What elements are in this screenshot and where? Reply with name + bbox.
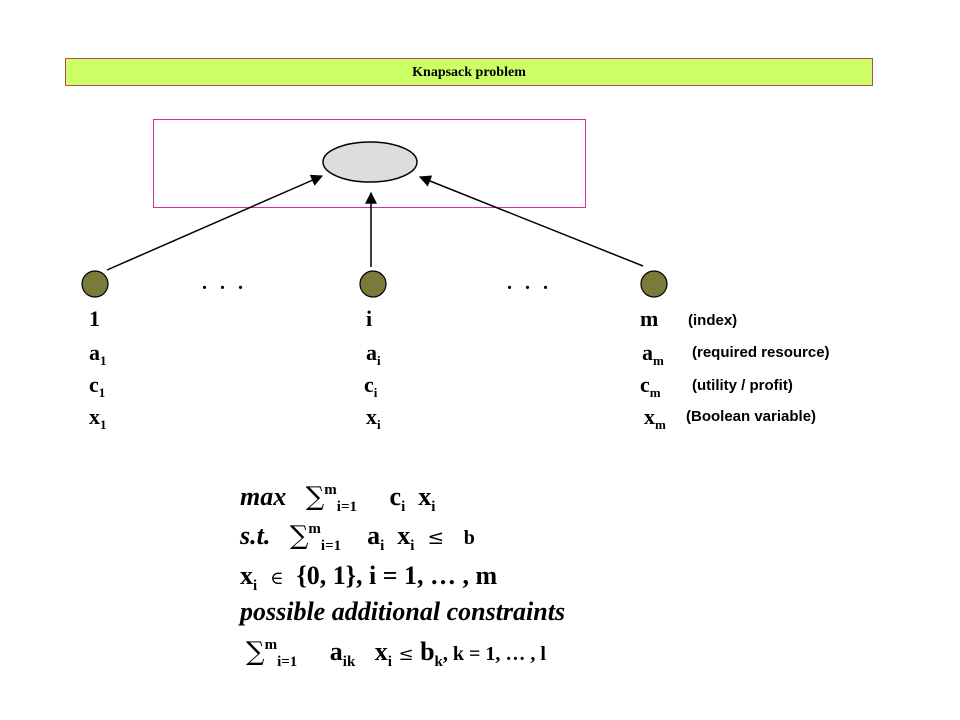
annotation-index: (index) xyxy=(688,312,738,329)
domain-constraint: xi ∈ {0, 1}, i = 1, … , m xyxy=(240,561,498,594)
item-m-utility: cm xyxy=(640,372,661,400)
title: Knapsack problem xyxy=(412,65,526,80)
additional-constraints-label: possible additional constraints xyxy=(240,597,566,626)
annotation-variable: (Boolean variable) xyxy=(686,408,817,425)
title-bar: Knapsack problem xyxy=(65,58,873,86)
item-i-resource: ai xyxy=(366,340,381,368)
item-node-1 xyxy=(81,270,109,298)
item-i-index: i xyxy=(366,306,373,331)
ellipsis-right: . . . xyxy=(507,272,552,294)
ellipsis-left: . . . xyxy=(202,272,247,294)
item-1-resource: a1 xyxy=(89,340,107,368)
capacity-constraint: s.t. ∑mi=1 ai xi ≤ b xyxy=(240,521,475,554)
annotation-resource: (required resource) xyxy=(692,344,830,361)
knapsack-node xyxy=(322,141,418,183)
additional-constraint: ∑mi=1 aik xi ≤ bk, k = 1, … , l xyxy=(246,637,546,670)
item-i-variable: xi xyxy=(366,404,381,432)
annotation-utility: (utility / profit) xyxy=(692,377,793,394)
item-1-index: 1 xyxy=(89,306,100,331)
item-m-resource: am xyxy=(642,340,664,368)
item-1-utility: c1 xyxy=(89,372,106,400)
item-node-m xyxy=(640,270,668,298)
item-node-i xyxy=(359,270,387,298)
arrow-from-item-1 xyxy=(106,174,324,271)
item-m-variable: xm xyxy=(644,404,666,432)
arrow-from-item-m xyxy=(418,175,644,267)
objective-line: max ∑mi=1 ci xi xyxy=(240,482,436,515)
item-1-variable: x1 xyxy=(89,404,107,432)
knapsack-box xyxy=(153,119,586,208)
item-m-index: m xyxy=(640,306,659,331)
item-i-utility: ci xyxy=(364,372,378,400)
